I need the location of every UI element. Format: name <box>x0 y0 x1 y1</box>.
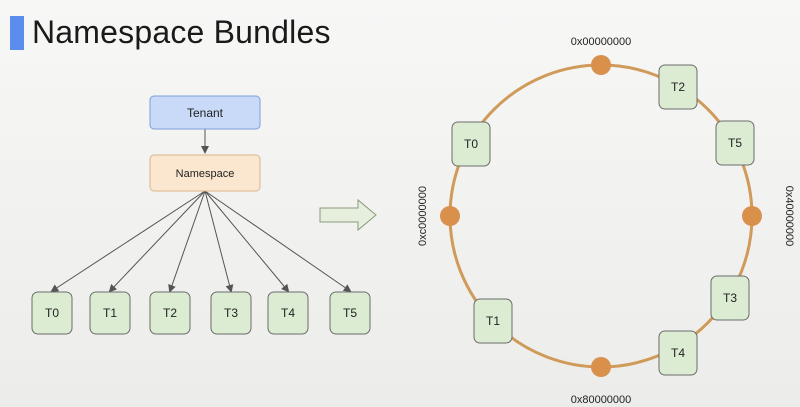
slide-title: Namespace Bundles <box>10 14 331 51</box>
right-arrow-icon <box>319 198 377 232</box>
tree-topic-box <box>210 291 252 335</box>
ring-topic-box <box>473 298 513 344</box>
tree-topic-node: T0 <box>31 291 73 335</box>
edge-namespace-topic <box>168 190 206 293</box>
tree-topic-label: T2 <box>163 306 177 320</box>
tenant-label: Tenant <box>187 106 224 120</box>
namespace-box <box>149 154 261 192</box>
tree-topic-label: T1 <box>103 306 117 320</box>
boundary-label-bottom: 0x80000000 <box>571 394 632 406</box>
ring-topic-label: T0 <box>464 137 478 151</box>
edge-namespace-topic <box>204 190 352 293</box>
boundary-dot-right <box>742 206 762 226</box>
edge-namespace-topic <box>204 190 234 293</box>
tree-topic-node: T1 <box>89 291 131 335</box>
ring-topic-box <box>658 330 698 376</box>
edge-namespace-topic <box>108 190 206 293</box>
ring-topic-box <box>715 120 755 166</box>
tree-topic-node: T5 <box>329 291 371 335</box>
tree-topic-box <box>267 291 309 335</box>
tree-topic-node: T4 <box>267 291 309 335</box>
tree-topic-label: T5 <box>343 306 357 320</box>
ring-topic-node: T4 <box>658 330 698 376</box>
ring-topic-box <box>658 64 698 110</box>
tenant-node: Tenant <box>149 95 261 130</box>
ring-topic-label: T2 <box>671 80 685 94</box>
ring-topic-label: T3 <box>723 291 737 305</box>
boundary-label-left: 0xc0000000 <box>417 186 429 246</box>
edge-namespace-topic <box>204 190 290 293</box>
boundary-label-right: 0x40000000 <box>783 186 795 247</box>
ring-topic-label: T4 <box>671 346 685 360</box>
tree-topic-box <box>89 291 131 335</box>
ring-topic-label: T5 <box>728 136 742 150</box>
namespace-node: Namespace <box>149 154 261 192</box>
ring-topic-node: T5 <box>715 120 755 166</box>
tree-topics: T0 T1 T2 T3 T4 T5 <box>31 291 371 335</box>
tree-topic-label: T3 <box>224 306 238 320</box>
boundary-label-top: 0x00000000 <box>571 36 632 48</box>
tree-topic-label: T4 <box>281 306 295 320</box>
ring-topic-node: T0 <box>451 121 491 167</box>
ring-topic-label: T1 <box>486 314 500 328</box>
ring-topic-box <box>451 121 491 167</box>
edge-namespace-topic <box>50 190 206 293</box>
tree-topic-node: T3 <box>210 291 252 335</box>
tree-topic-box <box>31 291 73 335</box>
boundary-dot-top <box>591 55 611 75</box>
tree-topic-node: T2 <box>149 291 191 335</box>
boundary-dot-left <box>440 206 460 226</box>
ring-topic-node: T1 <box>473 298 513 344</box>
title-text: Namespace Bundles <box>32 14 331 50</box>
namespace-label: Namespace <box>176 168 235 180</box>
tenant-box <box>149 95 261 130</box>
boundary-dot-bottom <box>591 357 611 377</box>
ring-topic-node: T3 <box>710 275 750 321</box>
tree-topic-box <box>329 291 371 335</box>
title-accent-bar <box>10 15 24 50</box>
ring-topic-node: T2 <box>658 64 698 110</box>
tree-edges <box>50 190 352 293</box>
tree-topic-label: T0 <box>45 306 59 320</box>
ring-topic-box <box>710 275 750 321</box>
tree-topic-box <box>149 291 191 335</box>
